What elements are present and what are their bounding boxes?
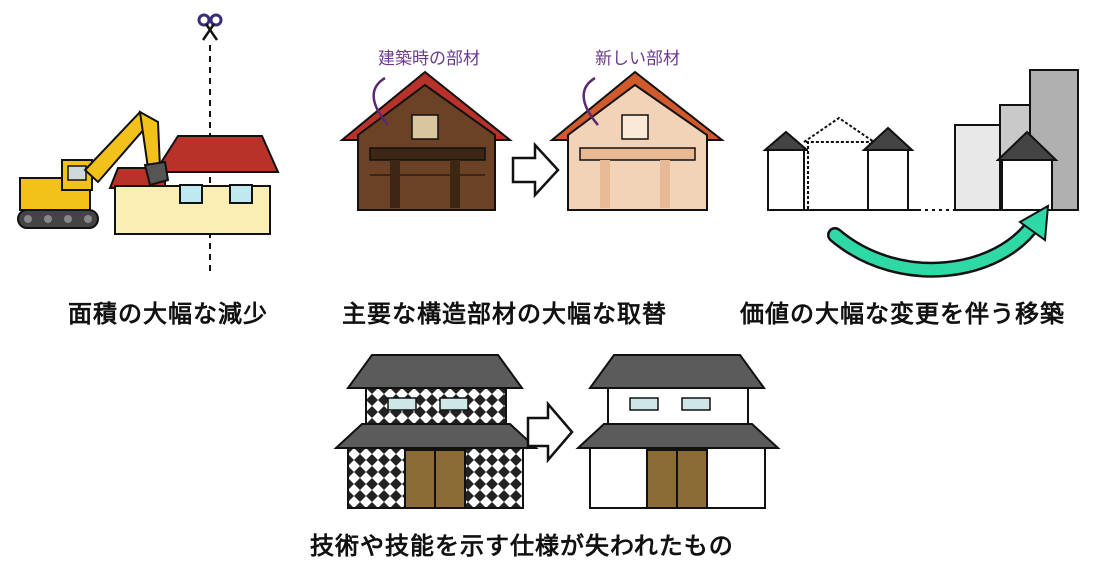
arrowhead [1018,204,1050,242]
relocation-illustration [762,69,1079,278]
house-plain-wall [575,354,781,509]
house [108,135,280,235]
arrow-right-icon [526,400,574,464]
excavator [17,110,170,229]
house-demolition-illustration [17,13,280,272]
old-townscape [762,116,918,211]
lost-technique-illustration [333,354,781,509]
house-old-members [339,70,513,211]
arrow-right-icon [511,141,560,199]
new-townscape [954,69,1079,211]
label-new-members: 新しい部材 [595,49,680,69]
caption-lost-technique: 技術や技能を示す仕様が失われたもの [310,532,734,560]
caption-member-replacement: 主要な構造部材の大幅な取替 [342,300,667,328]
caption-area-reduction: 面積の大幅な減少 [68,300,268,328]
panel-lost-technique: 技術や技能を示す仕様が失われたもの [300,340,800,562]
house-with-namako-wall [333,354,539,509]
panel-area-reduction: 面積の大幅な減少 [0,0,300,328]
panel-relocation: 価値の大幅な変更を伴う移築 [740,0,1103,340]
pointer-arrow-new [582,76,599,126]
pointer-arrow-old [372,76,389,126]
member-replacement-illustration [339,70,725,211]
label-original-members: 建築時の部材 [378,49,480,69]
scissors-icon [197,13,223,41]
caption-relocation: 価値の大幅な変更を伴う移築 [740,300,1065,328]
house-new-members [549,70,725,211]
panel-member-replacement: 建築時の部材 新しい部材 主要な構造部材の大幅な取替 [330,0,740,340]
